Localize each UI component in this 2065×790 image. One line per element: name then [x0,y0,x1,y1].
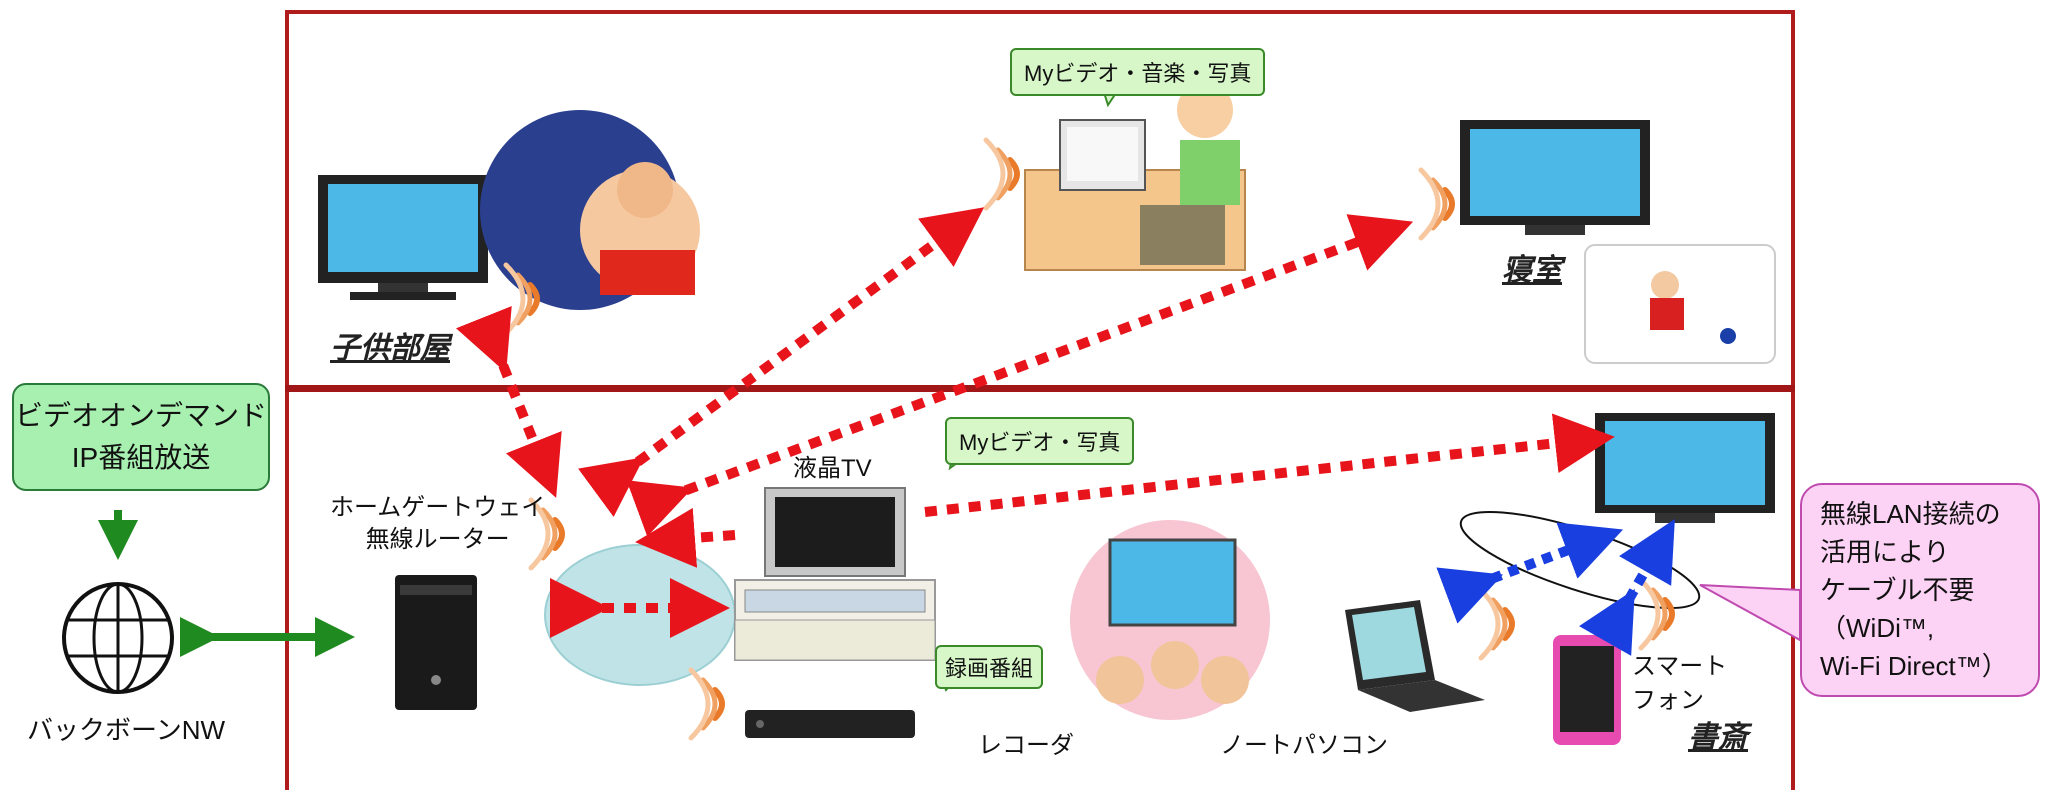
study-tv-link-arrow [924,413,1615,517]
gateway-label: ホームゲートウェイ 無線ルーター [330,492,545,556]
kids-room-scene [480,110,700,310]
callout-line1: 無線LAN接続の [1820,499,2001,529]
laptop-label: ノートパソコン [1220,732,1388,759]
wireless-callout: 無線LAN接続の 活用により ケーブル不要 （WiDi™, Wi-Fi Dire… [1800,483,2040,697]
globe-icon [62,582,174,694]
swim-scene-image [1070,520,1270,720]
wifi-wave-icon-pc [986,140,1017,208]
laptop-direct-arrow [1436,522,1624,624]
wireless-zone [544,544,736,686]
gateway-line2: 無線ルーター [365,526,510,553]
smartphone-line2: フォン [1632,687,1704,714]
wifi-wave-icon-recorder [691,670,722,738]
callout-line4: （WiDi™, [1820,613,1935,643]
house-frame [285,10,1795,790]
laptop-icon [1345,600,1485,712]
lcd-tv-icon [764,487,906,577]
vod-line1: ビデオオンデマンド [14,400,267,431]
soccer-screen-image [1584,244,1776,364]
wifi-wave-icon-laptop [1481,590,1512,658]
backbone-label: バックボーンNW [27,715,226,745]
kids-room-tv-icon [318,175,488,300]
callout-line2: 活用により [1820,537,1950,567]
bubble-pc-content: Myビデオ・音楽・写真 [1010,48,1266,96]
kids-link-arrow [456,306,562,498]
callout-pointer [1699,584,1801,642]
callout-line3: ケーブル不要 [1820,575,1975,605]
smartphone-label: スマート フォン [1632,650,1727,718]
room-study: 書斎 [1688,721,1748,754]
phone-direct-arrow [1579,518,1675,656]
tv-label: 液晶TV [793,455,872,482]
tv-to-gateway-arrow [635,507,736,568]
recorder-label: レコーダ [978,732,1074,759]
bubble-recorded: 録画番組 [935,645,1044,689]
bedroom-tv-icon [1460,120,1650,235]
tv-stand-icon [734,579,936,661]
smartphone-line1: スマート [1632,653,1728,680]
room-bedroom: 寝室 [1502,254,1562,287]
vod-box: ビデオオンデマンド IP番組放送 [12,383,270,491]
gateway-router-icon [395,575,477,710]
gateway-line1: ホームゲートウェイ [330,494,546,521]
recorder-icon [745,710,915,738]
wifi-wave-icon-bedroom [1421,170,1452,238]
pc-user-scene [1024,82,1246,271]
smartphone-icon [1553,635,1621,745]
vod-line2: IP番組放送 [71,442,211,473]
study-tv-icon [1595,413,1775,523]
bubble-lower-content: Myビデオ・写真 [945,417,1135,465]
room-kids: 子供部屋 [330,332,450,365]
callout-line5: Wi-Fi Direct™） [1820,651,2008,681]
wifi-wave-icon-phone [1641,580,1672,648]
bedroom-link-arrow [626,214,1414,537]
